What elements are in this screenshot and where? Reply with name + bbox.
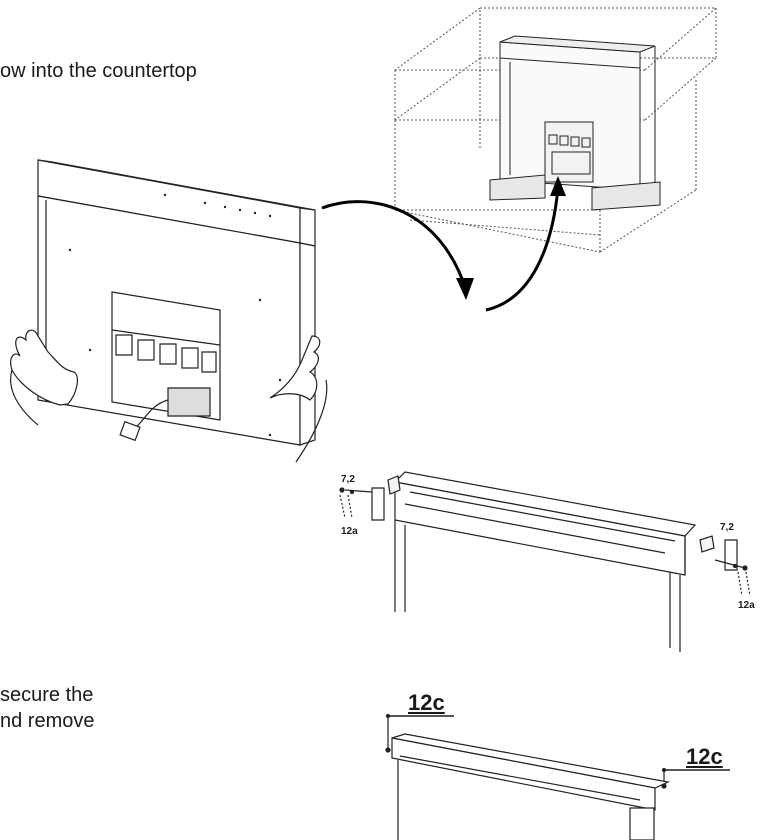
arrow-head-down (456, 278, 474, 300)
part-label-12a-right: 12a (738, 600, 755, 611)
instruction-text-line-3: nd remove (0, 710, 95, 732)
bracket-mounting-illustration (340, 472, 750, 652)
dimension-label-left: 7,2 (341, 474, 355, 485)
insert-direction-arrows (322, 188, 558, 310)
callout-label-12c-right: 12c (686, 744, 723, 769)
top-view-unit-illustration (386, 715, 730, 840)
instruction-text-line-2: secure the (0, 684, 94, 706)
dimension-label-right: 7,2 (720, 522, 734, 533)
instruction-text-line-1: ow into the countertop (0, 60, 197, 82)
unit-held-by-hands-illustration (11, 160, 327, 462)
arrow-head-up (550, 176, 566, 196)
callout-label-12c-left: 12c (408, 690, 445, 715)
part-label-12a-left: 12a (341, 526, 358, 537)
cabinet-installed-illustration (395, 8, 716, 252)
